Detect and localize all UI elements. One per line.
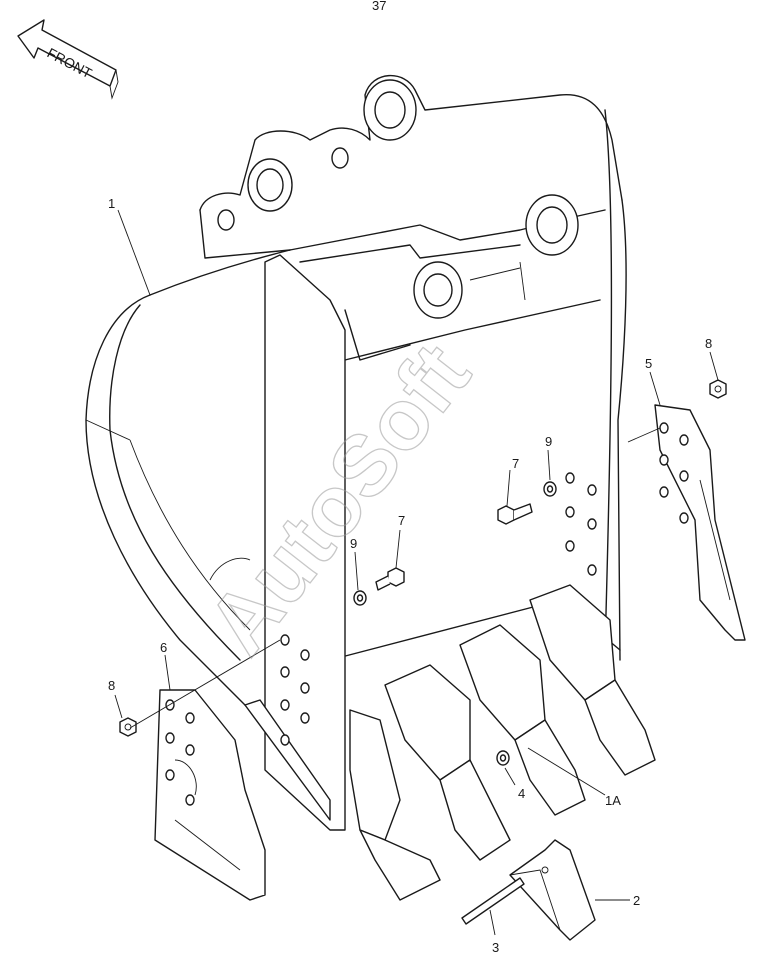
left-cutter-holes [280, 634, 310, 746]
leader-lines [114, 209, 719, 936]
hinge-boss-left [247, 158, 293, 212]
tooth-adapter-4 [529, 584, 656, 776]
callout-3: 3 [492, 940, 499, 955]
bolt-lower [375, 567, 405, 591]
tooth-adapter-1 [349, 709, 441, 901]
side-cutter-left [154, 689, 266, 901]
callout-7-lower: 7 [398, 513, 405, 528]
callout-7-upper: 7 [512, 456, 519, 471]
front-arrow: FRONT [17, 19, 119, 100]
callout-1A: 1A [605, 793, 621, 808]
tooth-adapter-2 [384, 664, 511, 861]
nut-right [709, 379, 727, 399]
callout-labels: 1 1A 2 3 4 5 6 7 7 8 8 9 9 [108, 196, 712, 955]
callout-9-upper: 9 [545, 434, 552, 449]
mount-hole-top [331, 147, 349, 169]
tooth-adapter-3 [459, 624, 586, 816]
bucket-body [85, 74, 627, 831]
hinge-boss-right [525, 194, 579, 256]
bolt-upper [497, 503, 533, 525]
mount-hole-left [217, 209, 235, 231]
callout-8-right: 8 [705, 336, 712, 351]
nut-left [119, 717, 137, 737]
side-cutter-right [654, 404, 746, 641]
top-page-mark: 37 [372, 0, 386, 13]
tooth-pin [461, 877, 525, 925]
callout-4: 4 [518, 786, 525, 801]
hinge-boss-top [363, 79, 417, 141]
callout-1: 1 [108, 196, 115, 211]
callout-8-left: 8 [108, 678, 115, 693]
callout-6: 6 [160, 640, 167, 655]
callout-5: 5 [645, 356, 652, 371]
callout-2: 2 [633, 893, 640, 908]
callout-9-lower: 9 [350, 536, 357, 551]
tooth-point [509, 839, 596, 941]
right-side-holes [565, 472, 597, 576]
hinge-boss-center [413, 261, 463, 319]
tooth-adapters [349, 584, 656, 901]
